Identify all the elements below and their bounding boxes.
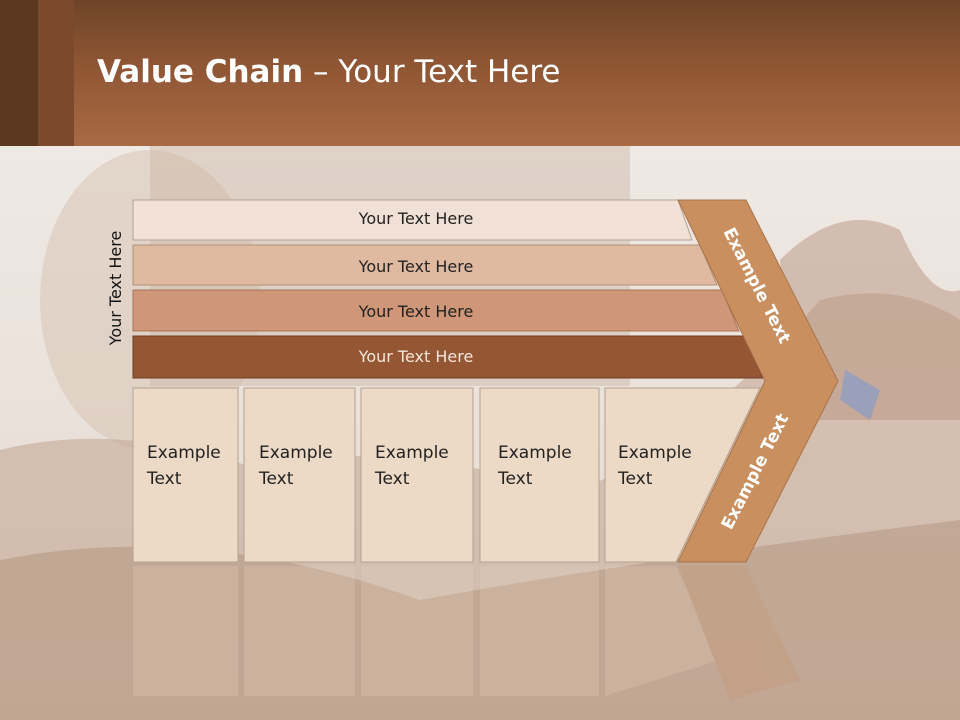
band-2-label: Your Text Here [358, 257, 474, 276]
band-3 [132, 289, 740, 332]
slide-title-rest: – Your Text Here [303, 54, 561, 90]
side-label: Your Text Here [106, 231, 125, 347]
example-box-1-line1: Example [147, 443, 221, 463]
example-box-3 [360, 387, 474, 563]
example-box-5 [604, 387, 761, 563]
band-4 [132, 335, 764, 379]
band-4-label: Your Text Here [358, 347, 474, 366]
example-box-5-line2: Text [617, 469, 653, 489]
example-box-3-line1: Example [375, 443, 449, 463]
example-box-4-line2: Text [497, 469, 533, 489]
header-accent-mid [38, 0, 74, 146]
band-2 [132, 244, 718, 286]
example-box-2 [243, 387, 356, 563]
example-box-1 [132, 387, 239, 563]
example-box-2-line1: Example [259, 443, 333, 463]
example-box-1-line2: Text [146, 469, 182, 489]
chevron-arrow [677, 199, 839, 563]
example-box-4-line1: Example [498, 443, 572, 463]
header-accent-dark [0, 0, 38, 146]
header-bar: Value Chain – Your Text Here [0, 0, 960, 146]
reflection [133, 566, 800, 700]
band-1 [132, 199, 693, 241]
example-box-2-line2: Text [258, 469, 294, 489]
slide-title-bold: Value Chain [97, 54, 304, 90]
example-box-4 [479, 387, 600, 563]
example-box-3-line2: Text [374, 469, 410, 489]
example-box-5-line1: Example [618, 443, 692, 463]
band-1-label: Your Text Here [358, 209, 474, 228]
slide-title: Value Chain – Your Text Here [97, 54, 560, 90]
band-3-label: Your Text Here [358, 302, 474, 321]
